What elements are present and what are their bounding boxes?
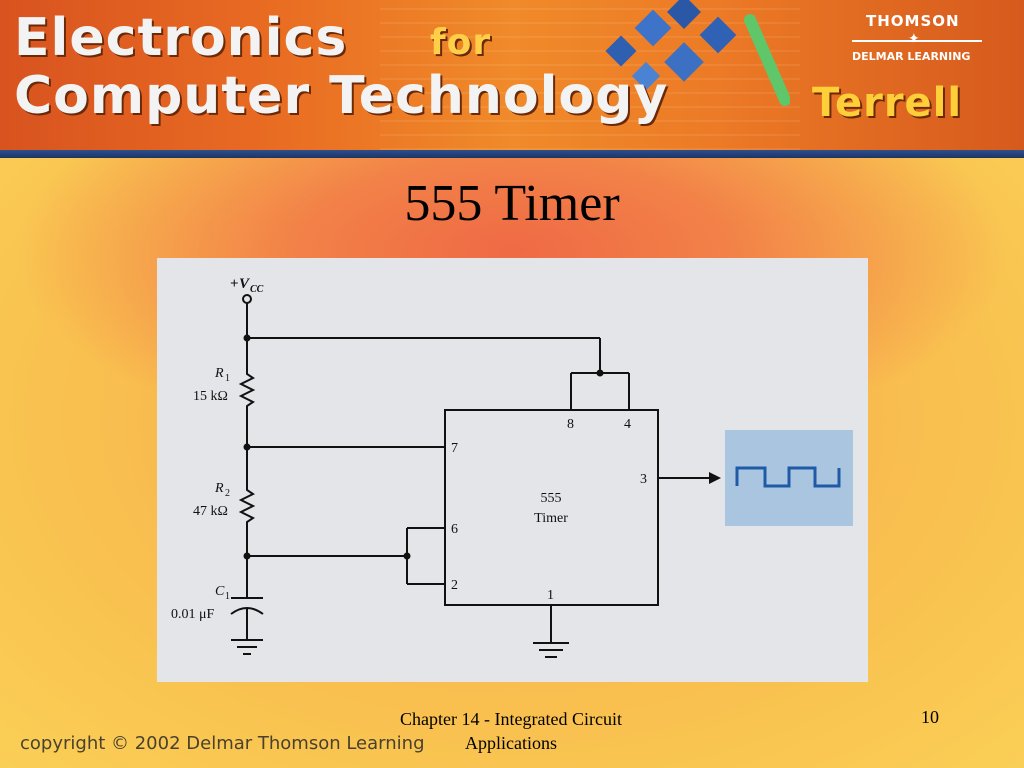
- publisher-name: THOMSON: [866, 12, 960, 30]
- pin-2-label: 2: [451, 578, 458, 593]
- banner-texture: [380, 0, 800, 150]
- pin-3-label: 3: [640, 472, 647, 487]
- resistor-r2: [238, 486, 256, 526]
- copyright-notice: copyright © 2002 Delmar Thomson Learning: [20, 733, 425, 754]
- vcc-subscript: CC: [250, 284, 264, 295]
- pin-7-label: 7: [451, 441, 458, 456]
- chip-label-555: 555: [541, 491, 562, 506]
- banner-title-line1: Electronics: [14, 8, 348, 68]
- banner-author: Terrell: [812, 80, 963, 126]
- c1-value: 0.01 μF: [171, 607, 215, 622]
- circuit-diagram: + V CC R 1 15 kΩ R 2 47 kΩ C 1 0.01 μF 5…: [157, 258, 868, 682]
- square-wave: [735, 466, 841, 488]
- page-number: 10: [921, 707, 939, 727]
- resistor-r1: [238, 370, 256, 410]
- r1-label: R: [214, 366, 224, 381]
- banner-title-for: for: [430, 22, 492, 63]
- chapter-label: Chapter 14 - Integrated Circuit Applicat…: [400, 709, 622, 753]
- cube-graphic: [605, 0, 790, 106]
- vcc-label: V: [239, 276, 251, 292]
- r1-value: 15 kΩ: [193, 389, 228, 404]
- banner-title-line2: Computer Technology: [14, 66, 669, 126]
- r1-subscript: 1: [225, 373, 230, 384]
- chip-label-timer: Timer: [534, 511, 568, 526]
- c1-label: C: [215, 584, 225, 599]
- vcc-plus-label: +: [230, 276, 239, 292]
- r2-label: R: [214, 481, 224, 496]
- pin-8-label: 8: [567, 417, 574, 432]
- circuit-svg: + V CC R 1 15 kΩ R 2 47 kΩ C 1 0.01 μF 5…: [171, 276, 853, 658]
- r2-value: 47 kΩ: [193, 504, 228, 519]
- chip-555: [444, 409, 659, 606]
- header-banner: Electronics for Computer Technology Terr…: [0, 0, 1024, 158]
- vcc-terminal: [242, 294, 252, 304]
- r2-subscript: 2: [225, 488, 230, 499]
- slide-title: 555 Timer: [404, 175, 620, 232]
- star-icon: ✦: [908, 32, 920, 47]
- c1-subscript: 1: [225, 591, 230, 602]
- pin-1-label: 1: [547, 588, 554, 603]
- pin-6-label: 6: [451, 522, 458, 537]
- publisher-divider: [852, 40, 982, 42]
- pin-4-label: 4: [624, 417, 631, 432]
- publisher-imprint: DELMAR LEARNING: [852, 50, 971, 63]
- output-arrow: [709, 472, 721, 484]
